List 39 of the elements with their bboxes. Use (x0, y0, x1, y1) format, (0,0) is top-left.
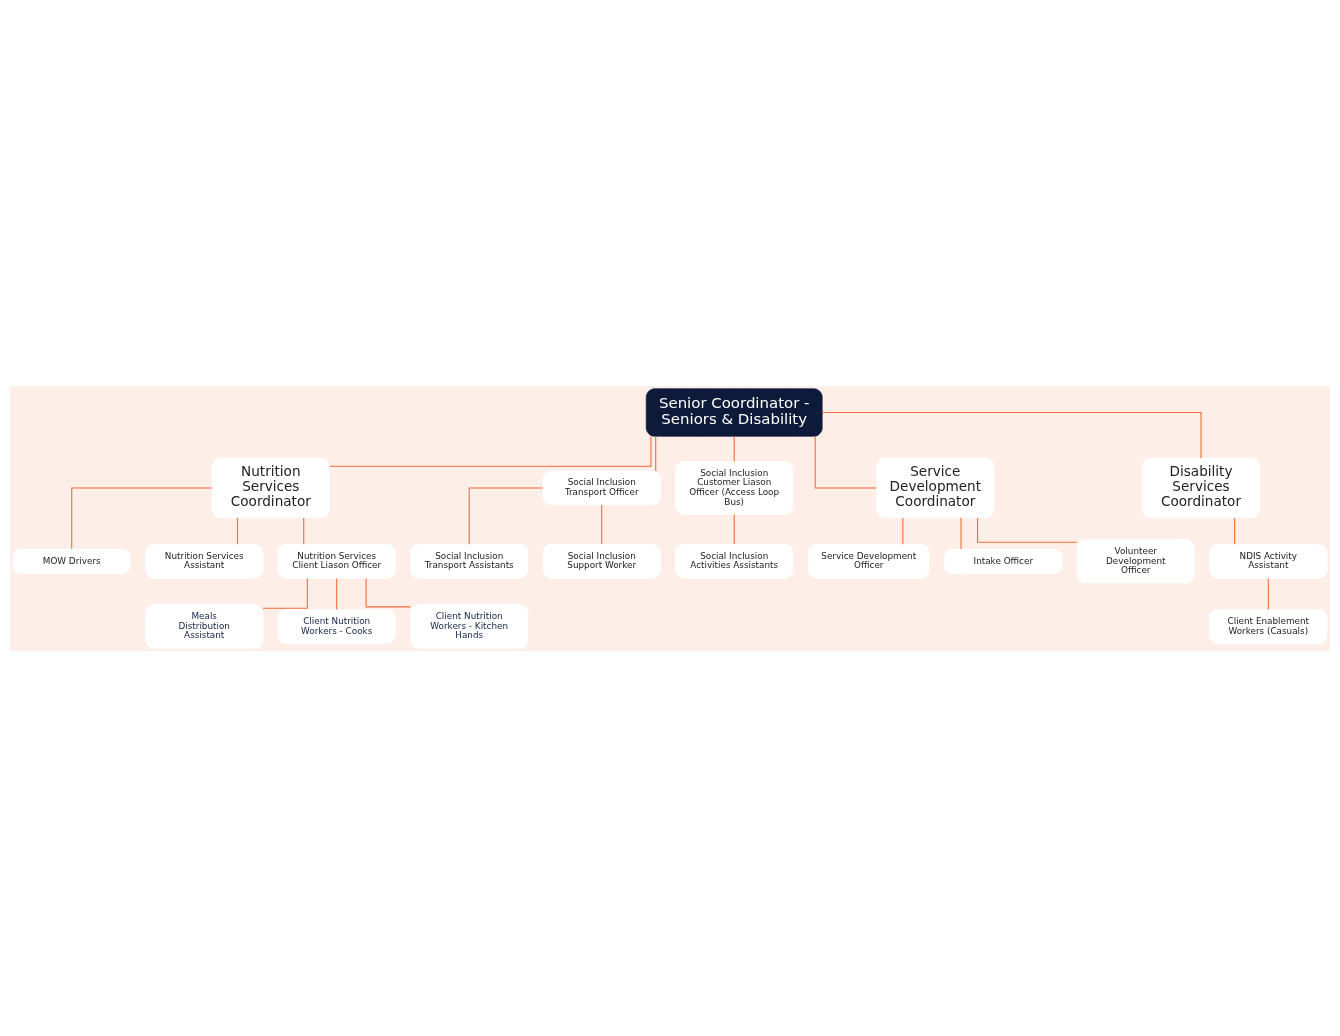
node-box: Service Development Officer (807, 543, 930, 579)
node-box: Volunteer Development Officer (1076, 538, 1195, 583)
connector (977, 516, 1078, 543)
connector (71, 486, 213, 549)
connector (1267, 577, 1269, 610)
node-box: Meals Distribution Assistant (145, 603, 264, 649)
connector (468, 486, 544, 545)
node-box: Client Enablement Workers (Casuals) (1209, 608, 1328, 644)
connector (814, 435, 878, 488)
node-box: Social Inclusion Activities Assistants (675, 543, 794, 579)
node-box: Social Inclusion Transport Assistants (410, 543, 529, 579)
node-box: Client Nutrition Workers - Kitchen Hands (410, 603, 529, 649)
connector (1234, 516, 1236, 545)
node-box: Social Inclusion Transport Officer (542, 470, 661, 505)
node-box: Senior Coordinator - Seniors & Disability (645, 387, 823, 437)
node-box: Social Inclusion Support Worker (542, 543, 661, 579)
connector (365, 577, 411, 607)
node-box: Nutrition Services Coordinator (211, 457, 330, 518)
node-box: Social Inclusion Customer Liason Officer (Access Loop Bus) (675, 460, 794, 515)
connector (733, 435, 735, 462)
connector (821, 411, 1202, 458)
connector (303, 516, 305, 545)
node-box: Nutrition Services Assistant (145, 543, 264, 579)
connector (655, 435, 657, 471)
connector (336, 577, 338, 610)
connector (329, 435, 652, 467)
connector (262, 577, 308, 609)
connector (601, 503, 603, 545)
node-box: Client Nutrition Workers - Cooks (277, 608, 396, 644)
connector (902, 516, 904, 545)
node-box: MOW Drivers (12, 548, 131, 574)
connector (236, 516, 239, 545)
node-box: Nutrition Services Client Liason Officer (277, 543, 396, 579)
node-box: Disability Services Coordinator (1141, 457, 1261, 518)
node-box: Intake Officer (944, 548, 1063, 574)
connector (733, 513, 735, 545)
connector (960, 516, 962, 549)
node-box: NDIS Activity Assistant (1209, 543, 1328, 579)
node-box: Service Development Coordinator (876, 457, 995, 518)
